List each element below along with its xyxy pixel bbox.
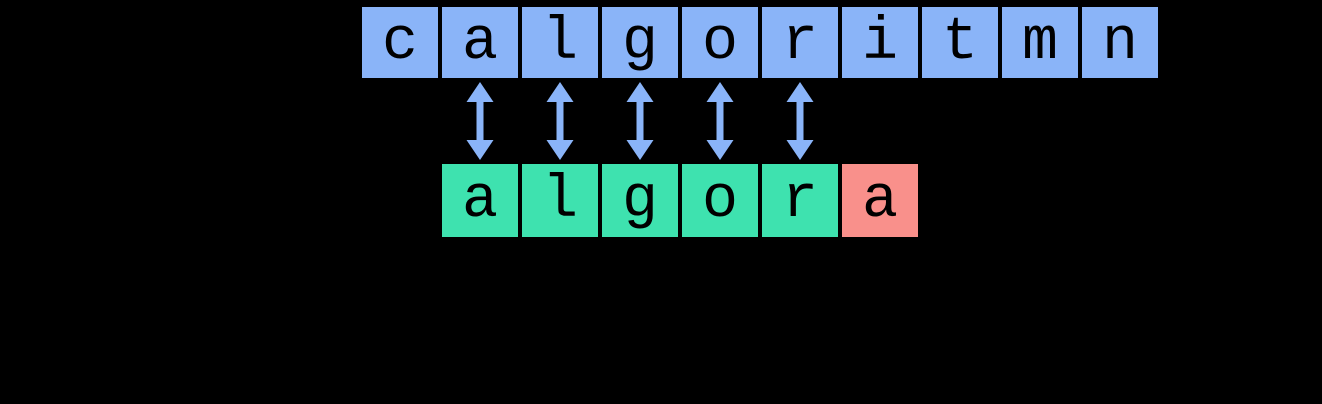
source-letter-cell: c (360, 5, 440, 80)
target-letter-cell-match: g (600, 162, 680, 239)
double-arrow-icon (705, 82, 735, 160)
target-letter-cell-match: a (440, 162, 520, 239)
source-letter-cell: n (1080, 5, 1160, 80)
source-letter-cell: r (760, 5, 840, 80)
double-arrow-icon (625, 82, 655, 160)
target-letter-cell-match: l (520, 162, 600, 239)
source-letter-cell: a (440, 5, 520, 80)
target-letter-cell-mismatch: a (840, 162, 920, 239)
source-letter-cell: m (1000, 5, 1080, 80)
source-word-row: c a l g o r i t m n (360, 5, 1160, 80)
source-letter-cell: t (920, 5, 1000, 80)
source-letter-cell: g (600, 5, 680, 80)
source-letter-cell: o (680, 5, 760, 80)
source-letter-cell: l (520, 5, 600, 80)
target-letter-cell-match: o (680, 162, 760, 239)
target-letter-cell-match: r (760, 162, 840, 239)
source-letter-cell: i (840, 5, 920, 80)
double-arrow-icon (785, 82, 815, 160)
double-arrow-icon (465, 82, 495, 160)
target-word-row: a l g o r a (440, 162, 920, 239)
double-arrow-icon (545, 82, 575, 160)
